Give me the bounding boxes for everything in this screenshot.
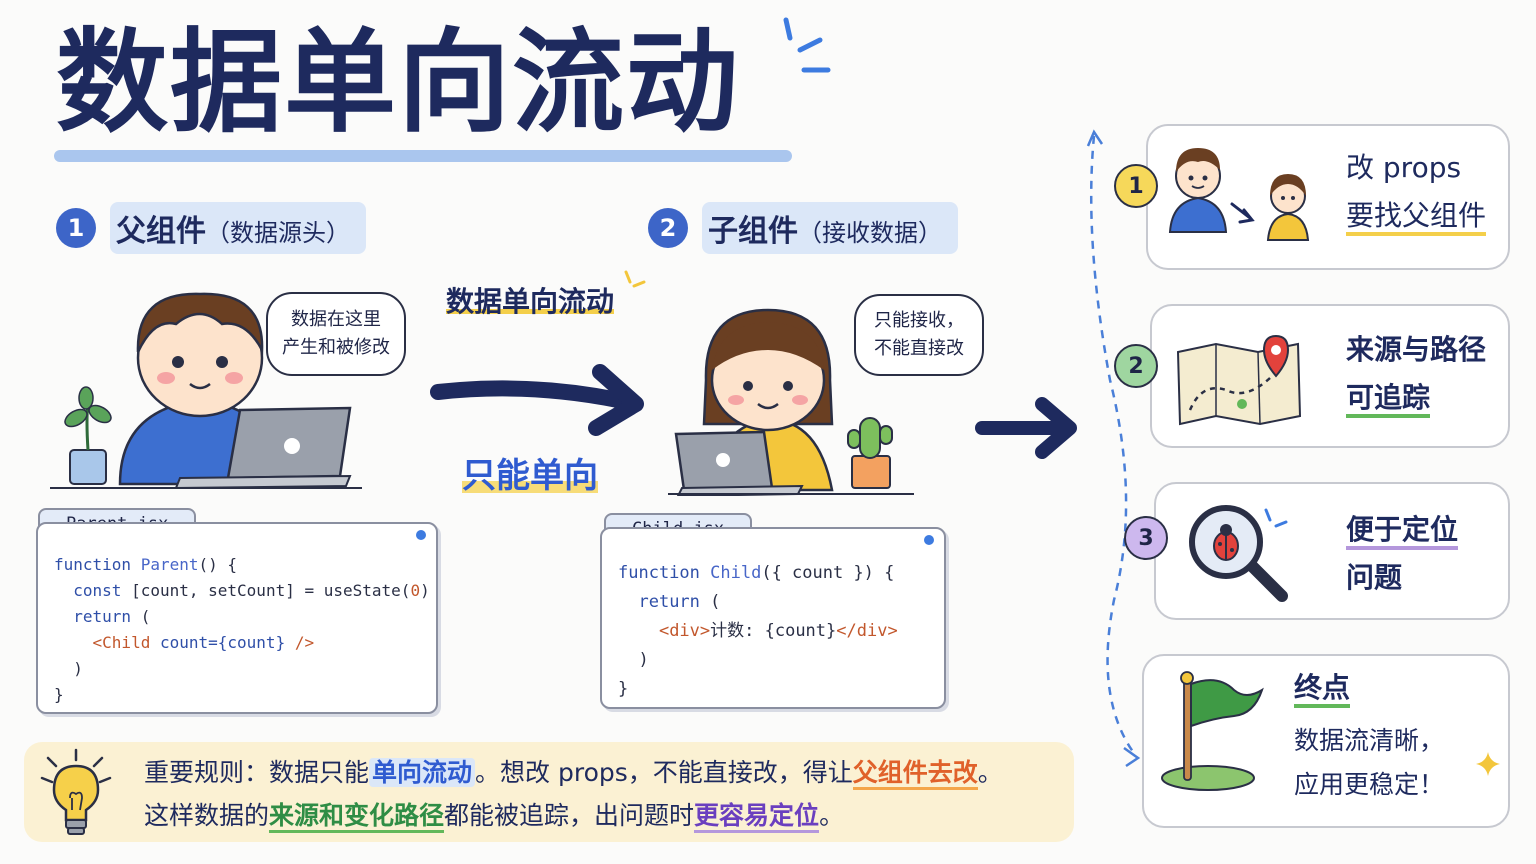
benefit-number: 2 (1114, 344, 1158, 388)
parent-speech-bubble: 数据在这里 产生和被修改 (266, 292, 406, 376)
magnifier-bug-icon (1189, 505, 1288, 602)
big-flow-arrow-icon (430, 364, 644, 436)
code-line: ) (73, 659, 83, 678)
code-line: function Child({ count }) { (618, 563, 895, 583)
one-way-label-text: 只能单向 (462, 456, 598, 496)
rule-line-2: 这样数据的来源和变化路径都能被追踪，出问题时更容易定位。 (144, 795, 1003, 838)
end-card-line: 应用更稳定！ (1294, 769, 1445, 799)
rule-box (24, 742, 1074, 842)
step-number: 1 (56, 208, 96, 248)
title-underline (54, 150, 792, 162)
rule-highlight-locate: 更容易定位 (694, 800, 820, 833)
code-line: function Parent() { (54, 555, 238, 574)
star-sparkle-icon (1476, 752, 1500, 776)
sparkle-lines-icon (624, 270, 646, 288)
rule-highlight-parent: 父组件去改 (852, 758, 978, 790)
parent-label: 父组件 (116, 214, 206, 249)
parent-boy-laptop-illustration (50, 292, 362, 490)
parent-sublabel: （数据源头） (206, 219, 350, 247)
child-speech-bubble: 只能接收， 不能直接改 (854, 294, 984, 376)
code-line: <div>计数: {count}</div> (658, 621, 898, 641)
card-dot (924, 535, 934, 545)
benefit-number: 1 (1114, 164, 1158, 208)
rule-highlight-oneway: 单向流动 (369, 758, 476, 787)
child-sublabel: （接收数据） (798, 219, 942, 247)
parent-section-label: 父组件（数据源头） (110, 202, 366, 254)
page-title: 数据单向流动 (56, 18, 740, 148)
benefit-line: 改 props (1346, 151, 1462, 184)
end-card-title: 终点 (1294, 671, 1351, 708)
bubble-line: 产生和被修改 (282, 337, 390, 358)
bubble-line: 不能直接改 (874, 338, 964, 359)
right-arrow-icon (975, 397, 1077, 459)
benefit-text-3: 便于定位 问题 (1346, 506, 1459, 601)
benefit-number: 3 (1124, 516, 1168, 560)
lightbulb-icon (40, 748, 112, 835)
benefit-line: 问题 (1346, 560, 1403, 594)
parent-child-icon (1168, 148, 1310, 241)
code-line: return ( (638, 592, 721, 612)
code-line: ) (638, 650, 649, 670)
sparkle-lines-icon (783, 17, 831, 73)
rule-line-1: 重要规则：数据只能单向流动。想改 props，不能直接改，得让父组件去改。 (144, 752, 1003, 795)
code-line: } (54, 685, 64, 704)
flow-label-text: 数据单向流动 (446, 285, 615, 318)
flag-icon (1161, 671, 1264, 791)
plant-icon (64, 386, 112, 485)
bubble-line: 数据在这里 (291, 309, 381, 331)
code-line: const [count, setCount] = useState(0) (73, 581, 430, 600)
child-label: 子组件 (708, 214, 798, 249)
end-card-line: 数据流清晰， (1294, 726, 1445, 756)
code-line: } (618, 679, 629, 699)
step-number: 2 (648, 208, 688, 248)
benefit-line: 来源与路径 (1346, 333, 1487, 366)
benefit-line: 要找父组件 (1346, 198, 1487, 236)
code-line: return ( (73, 607, 151, 626)
benefit-line: 便于定位 (1346, 513, 1459, 550)
cactus-icon (847, 417, 893, 489)
benefit-line: 可追踪 (1346, 380, 1431, 418)
child-code-card: function Child({ count }) { return ( <di… (600, 527, 946, 709)
end-card-text: 终点 数据流清晰， 应用更稳定！ (1294, 668, 1444, 807)
child-girl-laptop-illustration (668, 308, 914, 496)
map-pin-icon (1176, 334, 1302, 426)
one-way-label: 只能单向 (462, 448, 598, 497)
rule-text: 重要规则：数据只能单向流动。想改 props，不能直接改，得让父组件去改。 这样… (144, 752, 1003, 837)
bubble-line: 只能接收， (874, 310, 964, 332)
flow-label: 数据单向流动 (446, 280, 615, 320)
child-section-heading: 2 子组件（接收数据） (648, 202, 958, 254)
benefit-text-1: 改 props 要找父组件 (1346, 144, 1487, 239)
card-dot (416, 530, 426, 540)
rule-highlight-trace: 来源和变化路径 (269, 800, 445, 833)
benefit-text-2: 来源与路径 可追踪 (1346, 326, 1486, 421)
parent-code-card: function Parent() { const [count, setCou… (36, 522, 438, 714)
code-line: <Child count={count} /> (92, 633, 315, 652)
parent-section-heading: 1 父组件（数据源头） (56, 202, 366, 254)
child-section-label: 子组件（接收数据） (702, 202, 958, 254)
laptop-icon (174, 406, 352, 490)
dashed-path-icon (1086, 129, 1141, 768)
